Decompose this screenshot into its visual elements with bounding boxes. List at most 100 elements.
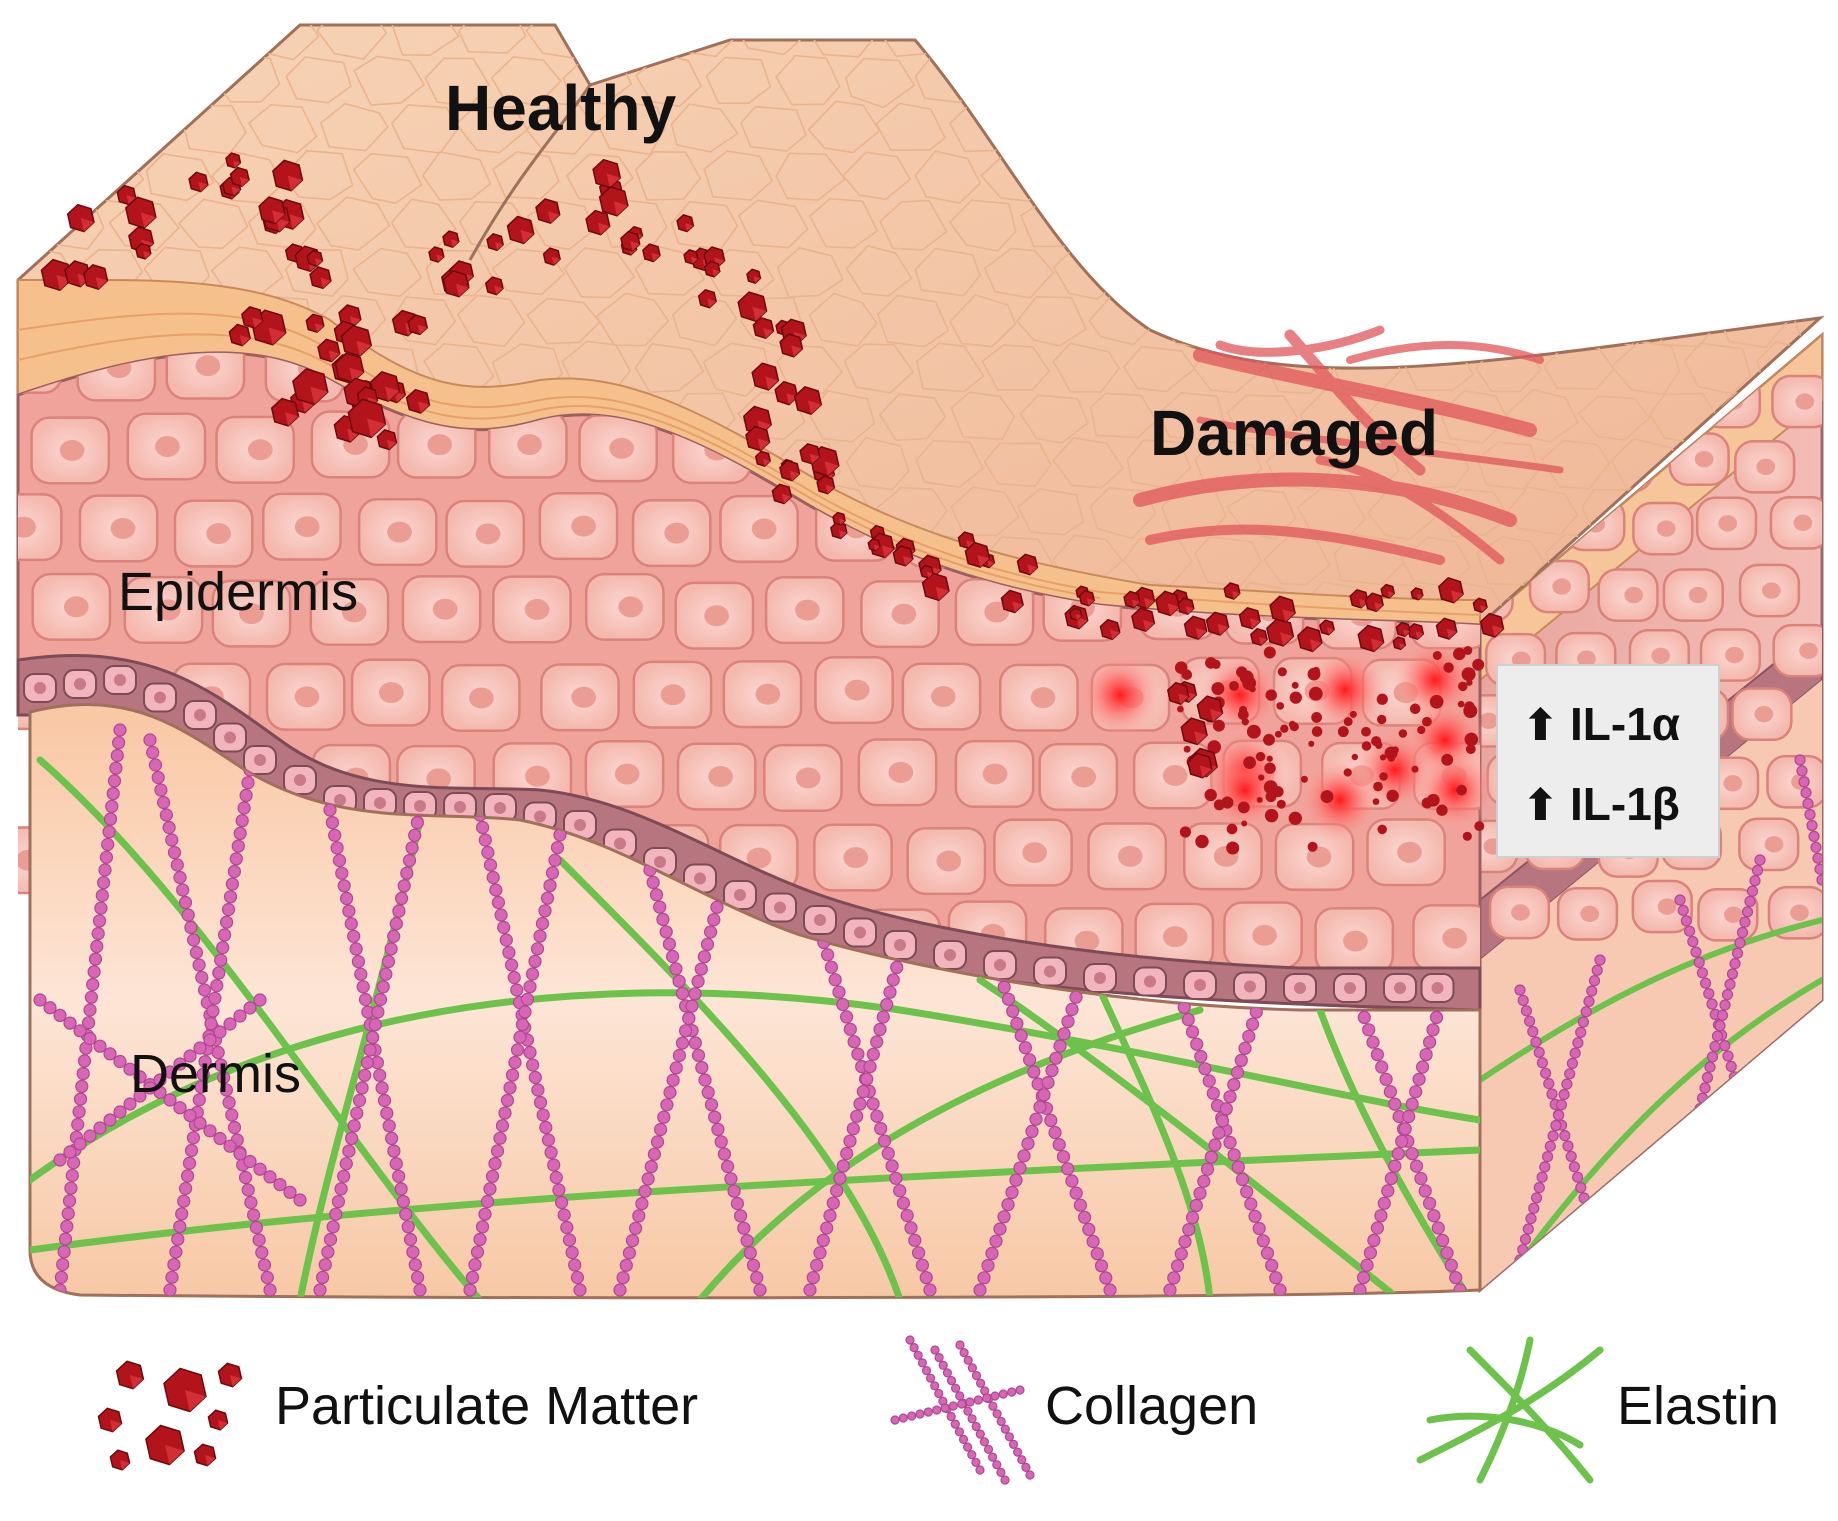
particle: [751, 362, 780, 391]
collagen-fiber-bead: [81, 1016, 96, 1030]
collagen-fiber-bead: [368, 1018, 382, 1032]
cell-nucleus: [239, 603, 264, 625]
skin-texture-cell: [142, 54, 213, 105]
cell-nucleus: [1442, 927, 1468, 949]
collagen-fiber-bead: [876, 1010, 890, 1024]
cell-nucleus: [114, 674, 126, 686]
collagen-fiber-bead: [225, 1108, 239, 1122]
collagen-fiber-bead: [950, 1419, 960, 1429]
collagen-fiber-bead: [233, 1009, 247, 1023]
collagen-fiber-bead: [1536, 1057, 1549, 1069]
skin-texture-cell: [1125, 247, 1195, 298]
collagen-fiber-bead: [510, 983, 524, 997]
collagen-fiber-bead: [220, 915, 234, 929]
collagen-fiber-bead: [1025, 1124, 1039, 1139]
cell-nucleus: [1144, 975, 1156, 988]
collagen-fiber-bead: [148, 758, 163, 772]
particle: [1364, 592, 1384, 613]
skin-texture-cell: [1475, 249, 1543, 297]
collagen-fiber-bead: [73, 1024, 87, 1038]
particle: [1436, 804, 1448, 816]
particle: [1211, 659, 1221, 669]
collagen-fiber-bead: [400, 866, 414, 880]
particle: [1319, 619, 1335, 636]
collagen-fiber-bead: [1367, 1233, 1381, 1248]
collagen-fiber-bead: [541, 1133, 556, 1147]
collagen-fiber-bead: [1738, 1102, 1750, 1114]
collagen-fiber-bead: [173, 1219, 187, 1234]
collagen-fiber-bead: [1704, 1061, 1716, 1073]
skin-texture-cell: [740, 105, 807, 152]
collagen-fiber-bead: [998, 1389, 1008, 1399]
particle: [1453, 647, 1466, 661]
collagen-fiber-bead: [239, 788, 253, 803]
collagen-fiber-bead: [649, 888, 664, 902]
collagen-fiber-bead: [72, 1105, 86, 1119]
collagen-fiber-bead: [366, 1030, 380, 1045]
collagen-fiber-bead: [656, 912, 670, 927]
collagen-fiber-bead: [1435, 1233, 1450, 1248]
particle: [1377, 824, 1387, 835]
collagen-fiber-bead: [183, 1049, 197, 1063]
collagen-fiber-bead: [499, 933, 513, 947]
cell-nucleus: [1764, 836, 1784, 853]
collagen-fiber-bead: [1017, 1455, 1027, 1465]
particle: [1205, 611, 1230, 636]
particle: [1380, 583, 1396, 599]
cell-nucleus: [795, 767, 821, 789]
collagen-fiber-bead: [1065, 1174, 1079, 1188]
collagen-fiber-bead: [339, 1157, 353, 1171]
collagen-fiber-bead: [1547, 1130, 1559, 1142]
collagen-fiber-bead: [993, 1222, 1007, 1236]
cell-nucleus: [1657, 898, 1677, 915]
collagen-fiber-bead: [253, 1162, 267, 1176]
cell-nucleus: [708, 766, 733, 788]
particle: [799, 442, 821, 465]
collagen-fiber-bead: [95, 888, 109, 903]
inflamed-cell: [1298, 758, 1382, 842]
collagen-fiber-bead: [143, 1081, 157, 1095]
collagen-fiber-bead: [967, 1363, 978, 1373]
particle: [347, 398, 387, 439]
collagen-fiber-bead: [1427, 1209, 1441, 1223]
particle: [428, 246, 445, 263]
collagen-fiber-bead: [533, 1095, 548, 1110]
collagen-fiber-bead: [1197, 1174, 1211, 1188]
collagen-fiber-bead: [223, 1017, 237, 1031]
skin-texture-cell: [353, 55, 426, 106]
collagen-fiber-bead: [103, 1047, 117, 1061]
particle: [1375, 741, 1383, 749]
collagen-fiber-bead: [1001, 1197, 1015, 1212]
skin-texture-cell: [1686, 248, 1750, 298]
particle: [697, 288, 717, 309]
collagen-fiber-bead: [1569, 1047, 1581, 1059]
collagen-fiber-bead: [1578, 1192, 1590, 1204]
collagen-fiber-bead: [396, 1194, 410, 1209]
collagen-fiber-bead: [727, 1184, 741, 1198]
collagen-fiber-bead: [992, 1409, 1002, 1419]
collagen-fiber-bead: [1069, 990, 1083, 1004]
collagen-fiber-bead: [710, 900, 724, 914]
skin-texture-cell: [18, 25, 38, 57]
skin-texture-cell: [1756, 248, 1820, 298]
cell-nucleus: [1511, 651, 1531, 668]
collagen-fiber-bead: [547, 1158, 561, 1172]
cell-nucleus: [1718, 515, 1738, 532]
particle: [1226, 823, 1238, 835]
collagen-fiber-bead: [99, 850, 114, 864]
collagen-fiber-bead: [746, 1258, 761, 1272]
collagen-fiber-bead: [743, 1246, 757, 1260]
skin-texture-cell: [981, 344, 1051, 391]
cell-nucleus: [341, 601, 367, 623]
collagen-fiber-bead: [263, 1283, 277, 1297]
collagen-fiber-bead: [646, 875, 660, 890]
cell-nucleus: [334, 794, 346, 806]
collagen-fiber-bead: [411, 1270, 425, 1285]
collagen-fiber-bead: [856, 1084, 870, 1099]
collagen-fiber-bead: [233, 1147, 247, 1161]
collagen-fiber-bead: [697, 950, 712, 964]
particle: [292, 367, 329, 406]
collagen-fiber-bead: [1709, 1040, 1721, 1053]
collagen-fiber-bead: [385, 1131, 399, 1146]
collagen-fiber-bead: [73, 1092, 88, 1106]
